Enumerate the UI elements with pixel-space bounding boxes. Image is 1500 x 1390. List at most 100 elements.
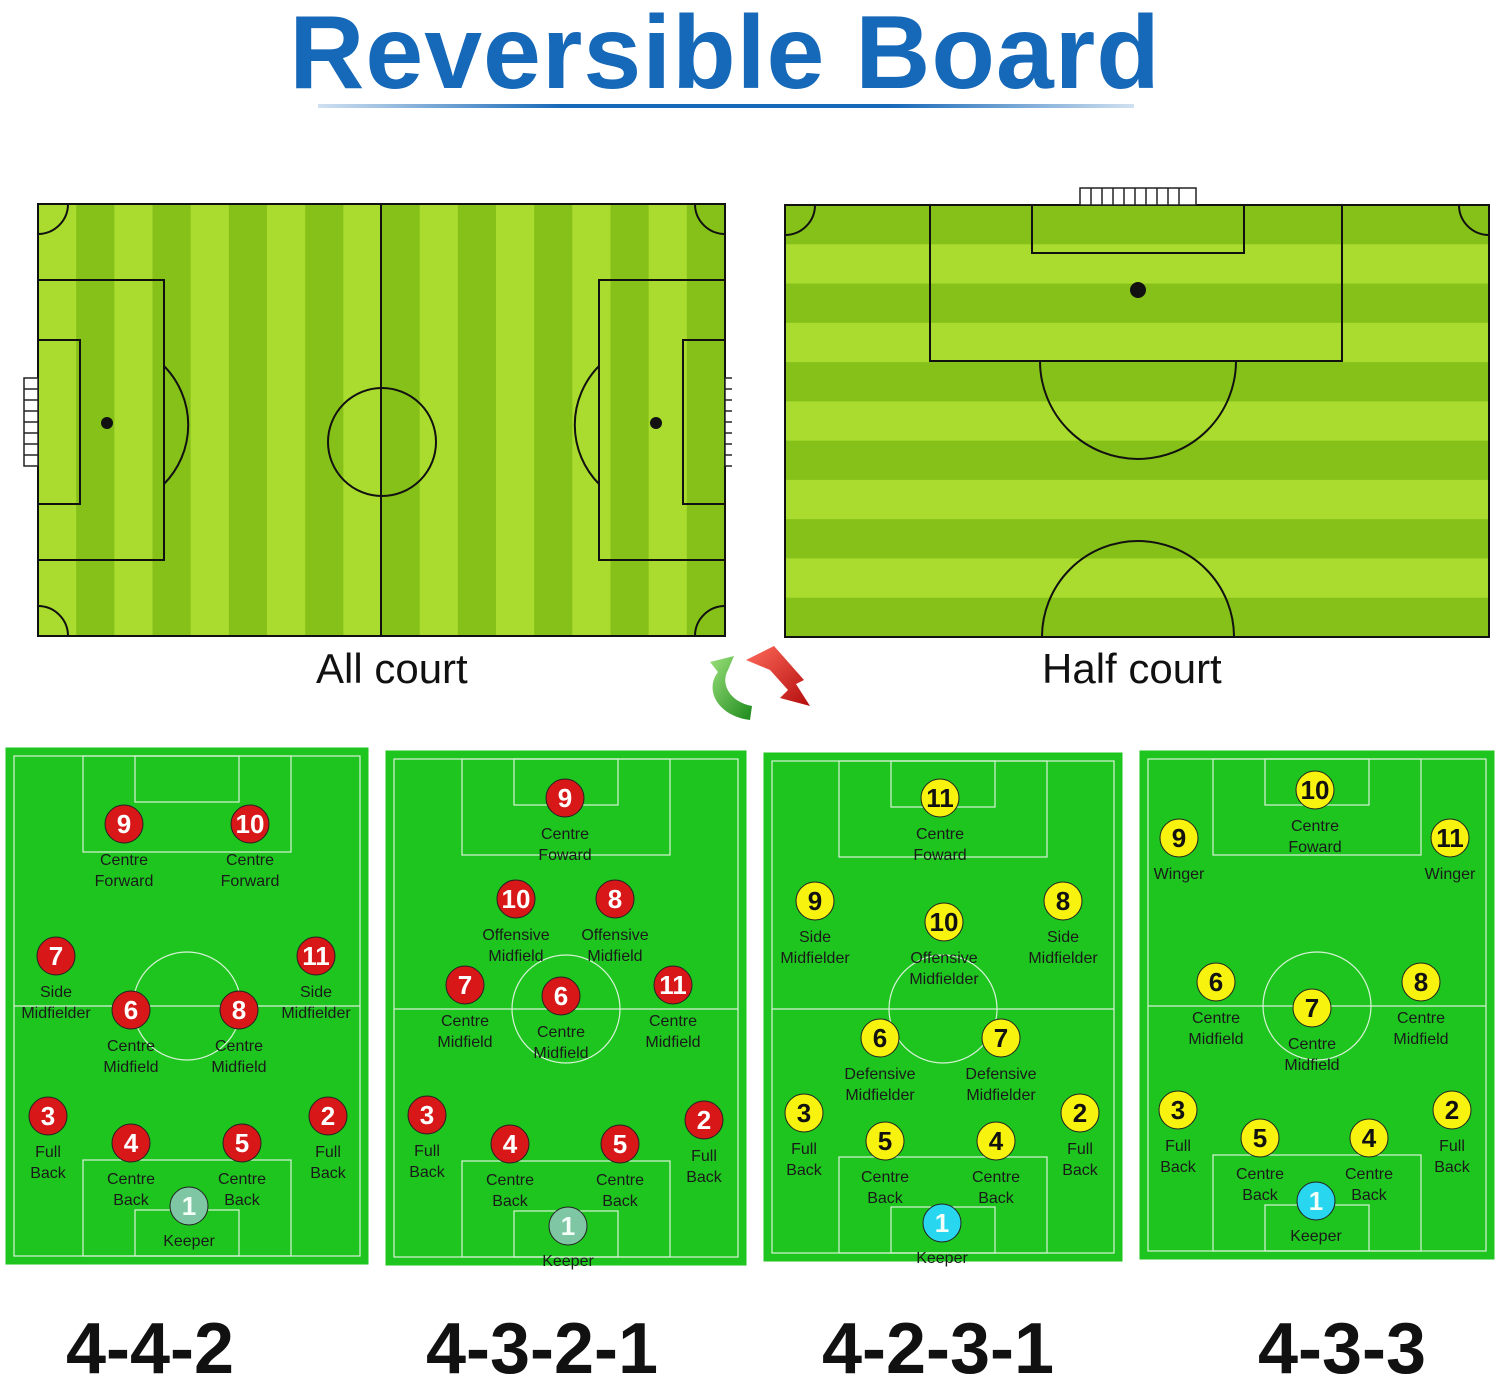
player-role: Back [1242, 1187, 1279, 1204]
player-role: Offensive [482, 927, 549, 944]
player-number: 2 [1445, 1095, 1459, 1125]
player-number: 3 [420, 1100, 434, 1130]
player-number: 11 [1436, 823, 1464, 853]
player-role: Centre [1397, 1010, 1445, 1027]
all-court-label: All court [316, 645, 468, 692]
player-role: Midfield [437, 1034, 492, 1051]
player-number: 5 [878, 1126, 892, 1156]
formation-board: 11CentreFoward9SideMidfielder8SideMidfie… [760, 749, 1126, 1267]
player-number: 6 [124, 995, 138, 1025]
player-role: Back [686, 1169, 723, 1186]
player-number: 6 [873, 1023, 887, 1053]
player-disc [795, 881, 835, 921]
player-disc [296, 936, 336, 976]
player-number: 9 [117, 809, 131, 839]
player-disc [1240, 1118, 1280, 1158]
formation-label-4321: 4-3-2-1 [425, 1309, 659, 1389]
player-role: Defensive [965, 1066, 1036, 1083]
player-role: Midfielder [845, 1087, 915, 1104]
player-role: Back [113, 1192, 150, 1209]
page-title: Reversible Board [289, 0, 1161, 111]
goal-net [1079, 187, 1197, 206]
player-number: 10 [1301, 775, 1330, 805]
player-role: Back [224, 1192, 261, 1209]
player-role: Back [786, 1162, 823, 1179]
player-disc [445, 965, 485, 1005]
player-role: Back [310, 1165, 347, 1182]
player-role: Centre [537, 1024, 585, 1041]
player-number: 2 [697, 1105, 711, 1135]
player-number: 4 [989, 1126, 1004, 1156]
player-role: Foward [538, 847, 591, 864]
formation-label-433: 4-3-3 [1257, 1309, 1427, 1389]
player-number: 1 [935, 1208, 949, 1238]
player-role: Winger [1425, 866, 1476, 883]
tactic-boards: 9CentreForward10CentreForward7SideMidfie… [2, 744, 1498, 1270]
player-disc [104, 804, 144, 844]
player-disc [653, 965, 693, 1005]
player-role: Centre [218, 1171, 266, 1188]
player-number: 6 [1209, 967, 1223, 997]
player-disc [496, 879, 536, 919]
player-number: 10 [502, 884, 531, 914]
player-disc [784, 1093, 824, 1133]
player-disc [230, 804, 270, 844]
player-number: 4 [503, 1129, 518, 1159]
formation-label-442: 4-4-2 [65, 1309, 235, 1389]
player-role: Back [867, 1190, 904, 1207]
player-number: 7 [1305, 993, 1319, 1023]
player-role: Back [492, 1193, 529, 1210]
player-role: Back [602, 1193, 639, 1210]
player-role: Full [691, 1148, 717, 1165]
player-number: 9 [1172, 823, 1186, 853]
player-role: Side [1047, 929, 1079, 946]
player-number: 8 [1056, 886, 1070, 916]
player-disc [1295, 770, 1335, 810]
player-disc [111, 1123, 151, 1163]
player-disc [548, 1206, 588, 1246]
player-role: Midfield [488, 948, 543, 965]
player-role: Keeper [1290, 1228, 1342, 1245]
player-role: Midfielder [909, 971, 979, 988]
player-role: Centre [1236, 1166, 1284, 1183]
player-role: Full [1067, 1141, 1093, 1158]
player-disc [1401, 962, 1441, 1002]
player-disc [490, 1124, 530, 1164]
player-disc [219, 990, 259, 1030]
player-disc [308, 1096, 348, 1136]
player-role: Midfielder [281, 1005, 351, 1022]
player-role: Centre [541, 826, 589, 843]
player-disc [1159, 818, 1199, 858]
player-role: Centre [916, 826, 964, 843]
player-number: 3 [1171, 1095, 1185, 1125]
player-role: Midfielder [780, 950, 850, 967]
formation-label-4231: 4-2-3-1 [821, 1309, 1055, 1389]
player-role: Back [1160, 1159, 1197, 1176]
player-number: 4 [1362, 1123, 1377, 1153]
player-role: Centre [215, 1038, 263, 1055]
player-disc [545, 778, 585, 818]
player-role: Centre [972, 1169, 1020, 1186]
player-role: Centre [1192, 1010, 1240, 1027]
player-number: 1 [561, 1211, 575, 1241]
